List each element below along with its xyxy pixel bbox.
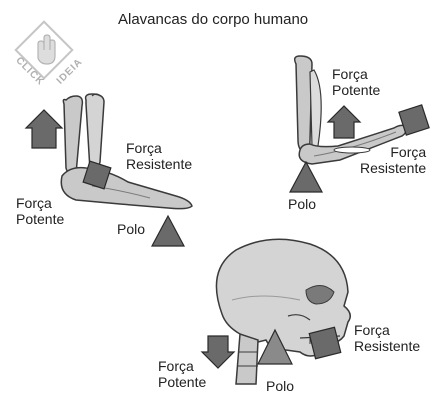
arm-resistance-label: Força Resistente [360,144,427,176]
square-load-icon [82,160,112,190]
forearm-bone [298,124,408,165]
square-load-icon [398,104,430,136]
skull-effort-label: Força Potente [158,358,207,390]
square-load-icon [308,326,342,360]
arm-effort-label: Força Potente [332,66,381,98]
tibia-bone [62,95,84,176]
arm-fulcrum-label: Polo [288,196,317,212]
foot-bone [60,166,193,210]
triangle-fulcrum-icon [151,214,185,247]
triangle-fulcrum-icon [257,328,293,365]
arrow-down-icon [200,335,236,369]
skull-fulcrum-label: Polo [266,378,295,394]
arm-lever [289,55,430,193]
eye-socket [305,285,335,305]
watermark-logo [14,20,74,80]
triangle-fulcrum-icon [289,160,323,193]
arrow-up-icon [326,105,362,139]
hand-watermark-icon [37,34,56,65]
foot-fulcrum-label: Polo [117,221,146,237]
foot-effort-label: Força Potente [16,195,65,227]
foot-resistance-label: Força Resistente [126,140,193,172]
skull-resistance-label: Força Resistente [354,322,421,354]
spine [235,332,259,385]
fibula-bone [84,93,105,172]
skull-lever [200,238,351,385]
foot-lever [24,93,193,247]
muscle [309,69,322,147]
diagram-title: Alavancas do corpo humano [118,11,309,28]
arrow-up-icon [24,109,64,149]
humerus-bone [293,55,313,153]
